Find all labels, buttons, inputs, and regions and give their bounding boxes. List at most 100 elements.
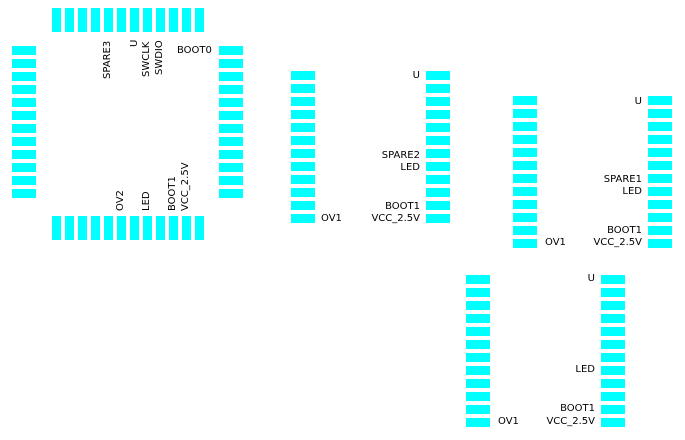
connector-1-pad-right-7 (426, 149, 450, 158)
qfp-pad-right-9 (219, 150, 243, 159)
connector-3-pad-left-2 (466, 288, 490, 297)
pin-label-led: LED (141, 191, 152, 211)
connector-3-pad-right-10 (601, 392, 625, 401)
qfp-pad-left-8 (12, 137, 36, 146)
connector-3-pad-right-4 (601, 314, 625, 323)
qfp-pad-right-10 (219, 163, 243, 172)
qfp-pad-bottom-8 (143, 216, 152, 240)
qfp-pad-left-11 (12, 176, 36, 185)
connector-1-pad-left-6 (291, 136, 315, 145)
qfp-pad-left-7 (12, 124, 36, 133)
qfp-pad-right-8 (219, 137, 243, 146)
qfp-pad-bottom-10 (169, 216, 178, 240)
qfp-pad-right-5 (219, 98, 243, 107)
connector-2-pad-left-8 (513, 187, 537, 196)
connector-3-pad-right-7 (601, 353, 625, 362)
pin-label-swdio: SWDIO (154, 40, 165, 75)
connector-3-pad-left-6 (466, 340, 490, 349)
connector-3-pad-left-3 (466, 301, 490, 310)
connector-2-pad-right-3 (648, 122, 672, 131)
connector-3-pad-right-12 (601, 418, 625, 427)
connector-3-pad-right-9 (601, 379, 625, 388)
connector-1-pad-right-2 (426, 84, 450, 93)
qfp-pad-bottom-7 (130, 216, 139, 240)
connector-3-pad-right-8 (601, 366, 625, 375)
connector-1-pad-left-7 (291, 149, 315, 158)
pin-label-u: U (634, 96, 642, 107)
qfp-pad-left-10 (12, 163, 36, 172)
pin-label-led: LED (575, 364, 595, 375)
qfp-pad-bottom-11 (182, 216, 191, 240)
connector-1-pad-right-10 (426, 188, 450, 197)
qfp-pad-bottom-4 (91, 216, 100, 240)
connector-2-pad-right-4 (648, 135, 672, 144)
pin-label-u: U (129, 39, 140, 47)
qfp-pad-top-1 (52, 8, 61, 32)
qfp-pad-top-4 (91, 8, 100, 32)
connector-1-pad-right-11 (426, 201, 450, 210)
connector-3-pad-left-7 (466, 353, 490, 362)
connector-2-pad-left-11 (513, 226, 537, 235)
connector-2-pad-left-2 (513, 109, 537, 118)
connector-1-pad-right-9 (426, 175, 450, 184)
qfp-pad-top-8 (143, 8, 152, 32)
connector-2-pad-left-12 (513, 239, 537, 248)
connector-2-pad-left-3 (513, 122, 537, 131)
qfp-pad-right-1 (219, 46, 243, 55)
connector-3-pad-right-11 (601, 405, 625, 414)
connector-2-pad-right-8 (648, 187, 672, 196)
connector-1-pad-left-2 (291, 84, 315, 93)
pin-label-vcc-2-5v: VCC_2.5V (593, 237, 642, 248)
connector-2-pad-right-11 (648, 226, 672, 235)
pin-label-vcc-2-5v: VCC_2.5V (180, 162, 191, 211)
connector-3-pad-left-8 (466, 366, 490, 375)
connector-1-pad-left-3 (291, 97, 315, 106)
connector-3-pad-right-5 (601, 327, 625, 336)
qfp-pad-bottom-3 (78, 216, 87, 240)
qfp-pad-bottom-12 (195, 216, 204, 240)
connector-1-pad-right-12 (426, 214, 450, 223)
pin-label-boot1: BOOT1 (385, 201, 420, 212)
connector-1-pad-left-9 (291, 175, 315, 184)
qfp-pad-top-12 (195, 8, 204, 32)
connector-3-pad-left-11 (466, 405, 490, 414)
connector-2-pad-right-1 (648, 96, 672, 105)
connector-2-pad-left-10 (513, 213, 537, 222)
qfp-pad-bottom-6 (117, 216, 126, 240)
connector-3-pad-left-10 (466, 392, 490, 401)
connector-2-pad-left-1 (513, 96, 537, 105)
connector-2-pad-right-10 (648, 213, 672, 222)
connector-1-pad-left-11 (291, 201, 315, 210)
pin-label-ov1: OV1 (545, 237, 566, 248)
pin-label-boot0: BOOT0 (177, 45, 212, 56)
qfp-pad-top-9 (156, 8, 165, 32)
connector-1-pad-left-1 (291, 71, 315, 80)
qfp-pad-top-6 (117, 8, 126, 32)
qfp-pad-right-2 (219, 59, 243, 68)
pin-label-led: LED (622, 186, 642, 197)
connector-1-pad-right-8 (426, 162, 450, 171)
connector-3-pad-left-4 (466, 314, 490, 323)
connector-1-pad-right-6 (426, 136, 450, 145)
connector-1-pad-right-3 (426, 97, 450, 106)
qfp-pad-top-7 (130, 8, 139, 32)
qfp-pad-left-4 (12, 85, 36, 94)
qfp-pad-bottom-1 (52, 216, 61, 240)
connector-2-pad-right-12 (648, 239, 672, 248)
pin-label-vcc-2-5v: VCC_2.5V (546, 416, 595, 427)
qfp-pad-right-11 (219, 176, 243, 185)
qfp-pad-left-1 (12, 46, 36, 55)
connector-2-pad-left-5 (513, 148, 537, 157)
pin-label-boot1: BOOT1 (607, 225, 642, 236)
qfp-pad-bottom-9 (156, 216, 165, 240)
connector-2-pad-right-9 (648, 200, 672, 209)
connector-2-pad-left-4 (513, 135, 537, 144)
connector-3-pad-left-5 (466, 327, 490, 336)
qfp-pad-top-5 (104, 8, 113, 32)
pin-label-ov1: OV1 (321, 213, 342, 224)
pin-label-ov2: OV2 (115, 190, 126, 211)
connector-3-pad-left-12 (466, 418, 490, 427)
pin-label-boot1: BOOT1 (560, 403, 595, 414)
connector-3-pad-right-3 (601, 301, 625, 310)
